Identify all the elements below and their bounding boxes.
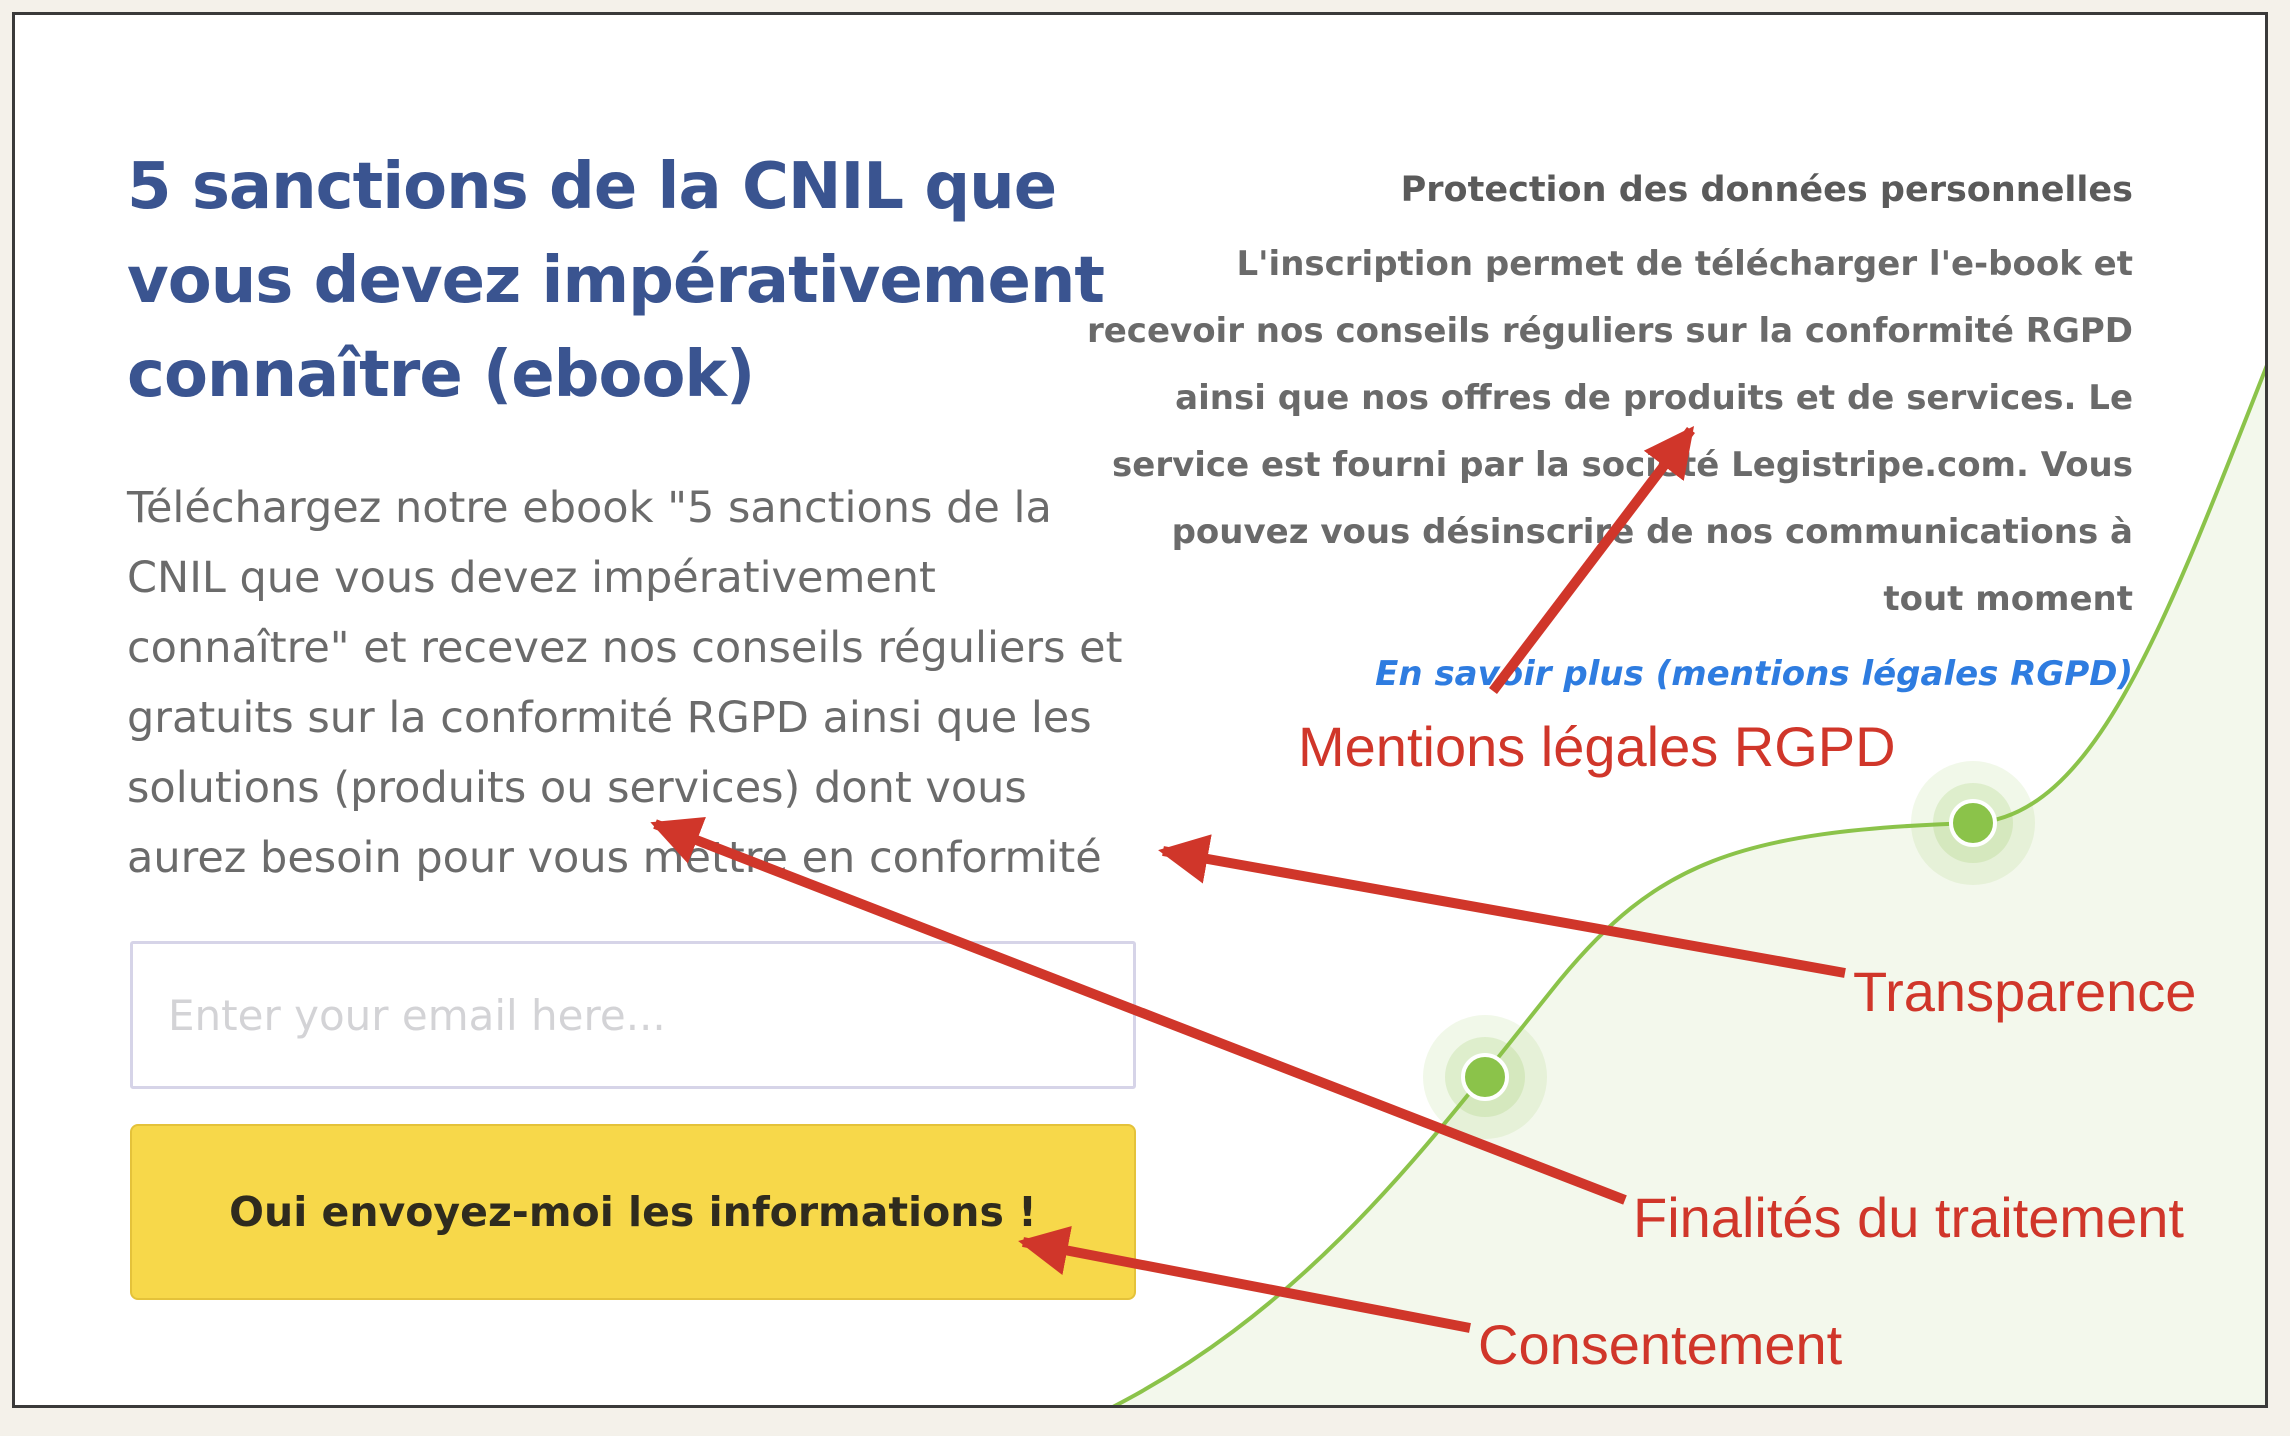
curve-point-2 [1949,799,1997,847]
annotation-mentions-legales: Mentions légales RGPD [1298,715,1896,778]
curve-point-1 [1461,1053,1509,1101]
landing-page-frame: 5 sanctions de la CNIL que vous devez im… [12,12,2268,1408]
privacy-heading: Protection des données personnelles [1400,170,2133,210]
annotation-consentement: Consentement [1478,1313,1843,1376]
email-input[interactable] [130,941,1136,1089]
submit-button[interactable]: Oui envoyez-moi les informations ! [130,1124,1136,1300]
legal-mentions-link[interactable]: En savoir plus (mentions légales RGPD) [1375,654,2133,694]
annotation-finalites: Finalités du traitement [1633,1186,2184,1249]
ebook-description: Téléchargez notre ebook "5 sanctions de … [127,483,1123,883]
privacy-notice: Protection des données personnelles L'in… [1083,165,2133,699]
annotation-transparence: Transparence [1853,960,2197,1023]
privacy-text: L'inscription permet de télécharger l'e-… [1086,244,2133,619]
ebook-title: 5 sanctions de la CNIL que vous devez im… [127,150,1105,412]
